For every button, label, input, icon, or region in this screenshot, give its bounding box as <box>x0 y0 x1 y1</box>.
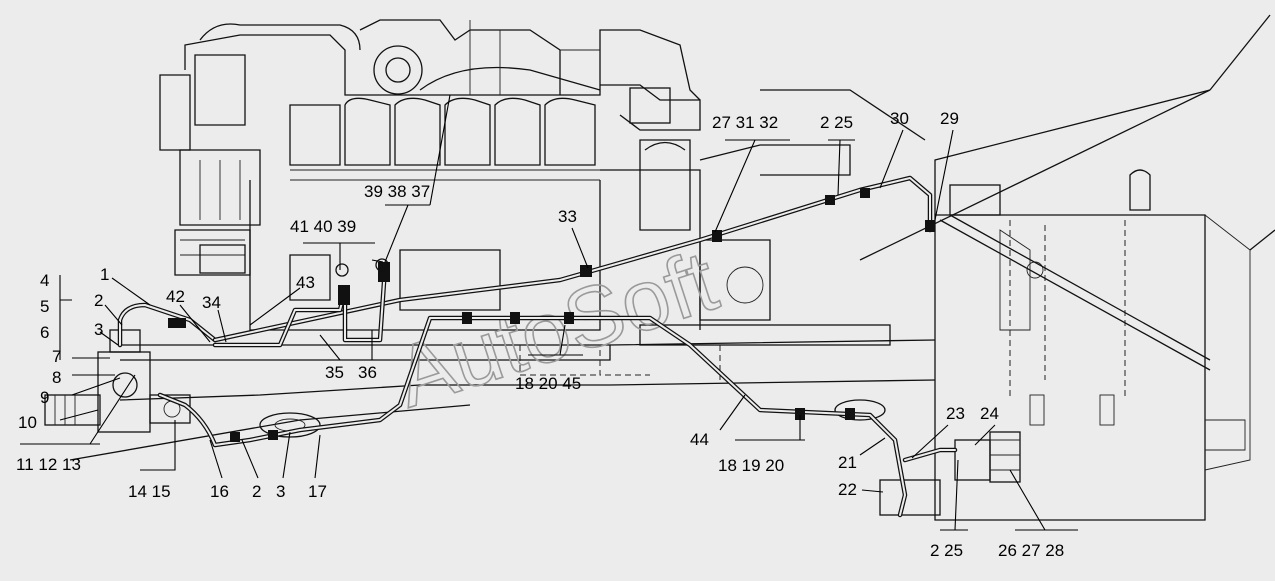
engine-block <box>44 14 1275 521</box>
right-filter-unit <box>879 431 1021 516</box>
fuel-pipes <box>117 175 958 518</box>
label-42: 42 <box>166 287 185 306</box>
label-23: 23 <box>946 404 965 423</box>
left-pump-unit <box>44 329 191 433</box>
label-43: 43 <box>296 273 315 292</box>
label-16: 16 <box>210 482 229 501</box>
label-44: 44 <box>690 430 709 449</box>
label-7: 7 <box>52 347 61 366</box>
label-22: 22 <box>838 480 857 499</box>
label-35: 35 <box>325 363 344 382</box>
callout-labels: 1 2 3 4 5 6 7 8 9 10 11 12 13 14 15 16 2… <box>16 109 1064 560</box>
label-17: 17 <box>308 482 327 501</box>
label-30: 30 <box>890 109 909 128</box>
label-5: 5 <box>40 297 49 316</box>
label-36: 36 <box>358 363 377 382</box>
label-18-19-20: 18 19 20 <box>718 456 784 475</box>
label-29: 29 <box>940 109 959 128</box>
label-27-31-32: 27 31 32 <box>712 113 778 132</box>
label-4: 4 <box>40 271 49 290</box>
label-2: 2 <box>94 291 103 310</box>
label-21: 21 <box>838 453 857 472</box>
label-11-12-13: 11 12 13 <box>16 455 81 474</box>
label-33: 33 <box>558 207 577 226</box>
label-1: 1 <box>100 265 109 284</box>
label-9: 9 <box>40 388 49 407</box>
label-2-25-bottom: 2 25 <box>930 541 963 560</box>
label-41-40-39: 41 40 39 <box>290 217 356 236</box>
label-39-38-37: 39 38 37 <box>364 182 430 201</box>
label-10: 10 <box>18 413 37 432</box>
label-14-15: 14 15 <box>128 482 171 501</box>
label-6: 6 <box>40 323 49 342</box>
leader-lines <box>20 94 1078 531</box>
label-3: 3 <box>94 320 103 339</box>
label-24: 24 <box>980 404 999 423</box>
label-2-25-top: 2 25 <box>820 113 853 132</box>
label-3-lower: 3 <box>276 482 285 501</box>
cylinder-heads <box>289 97 600 181</box>
label-26-27-28: 26 27 28 <box>998 541 1064 560</box>
label-18-20-45: 18 20 45 <box>515 374 581 393</box>
label-8: 8 <box>52 368 61 387</box>
label-2-lower: 2 <box>252 482 261 501</box>
watermark-text: AutoSoft <box>384 233 728 426</box>
label-34: 34 <box>202 293 221 312</box>
